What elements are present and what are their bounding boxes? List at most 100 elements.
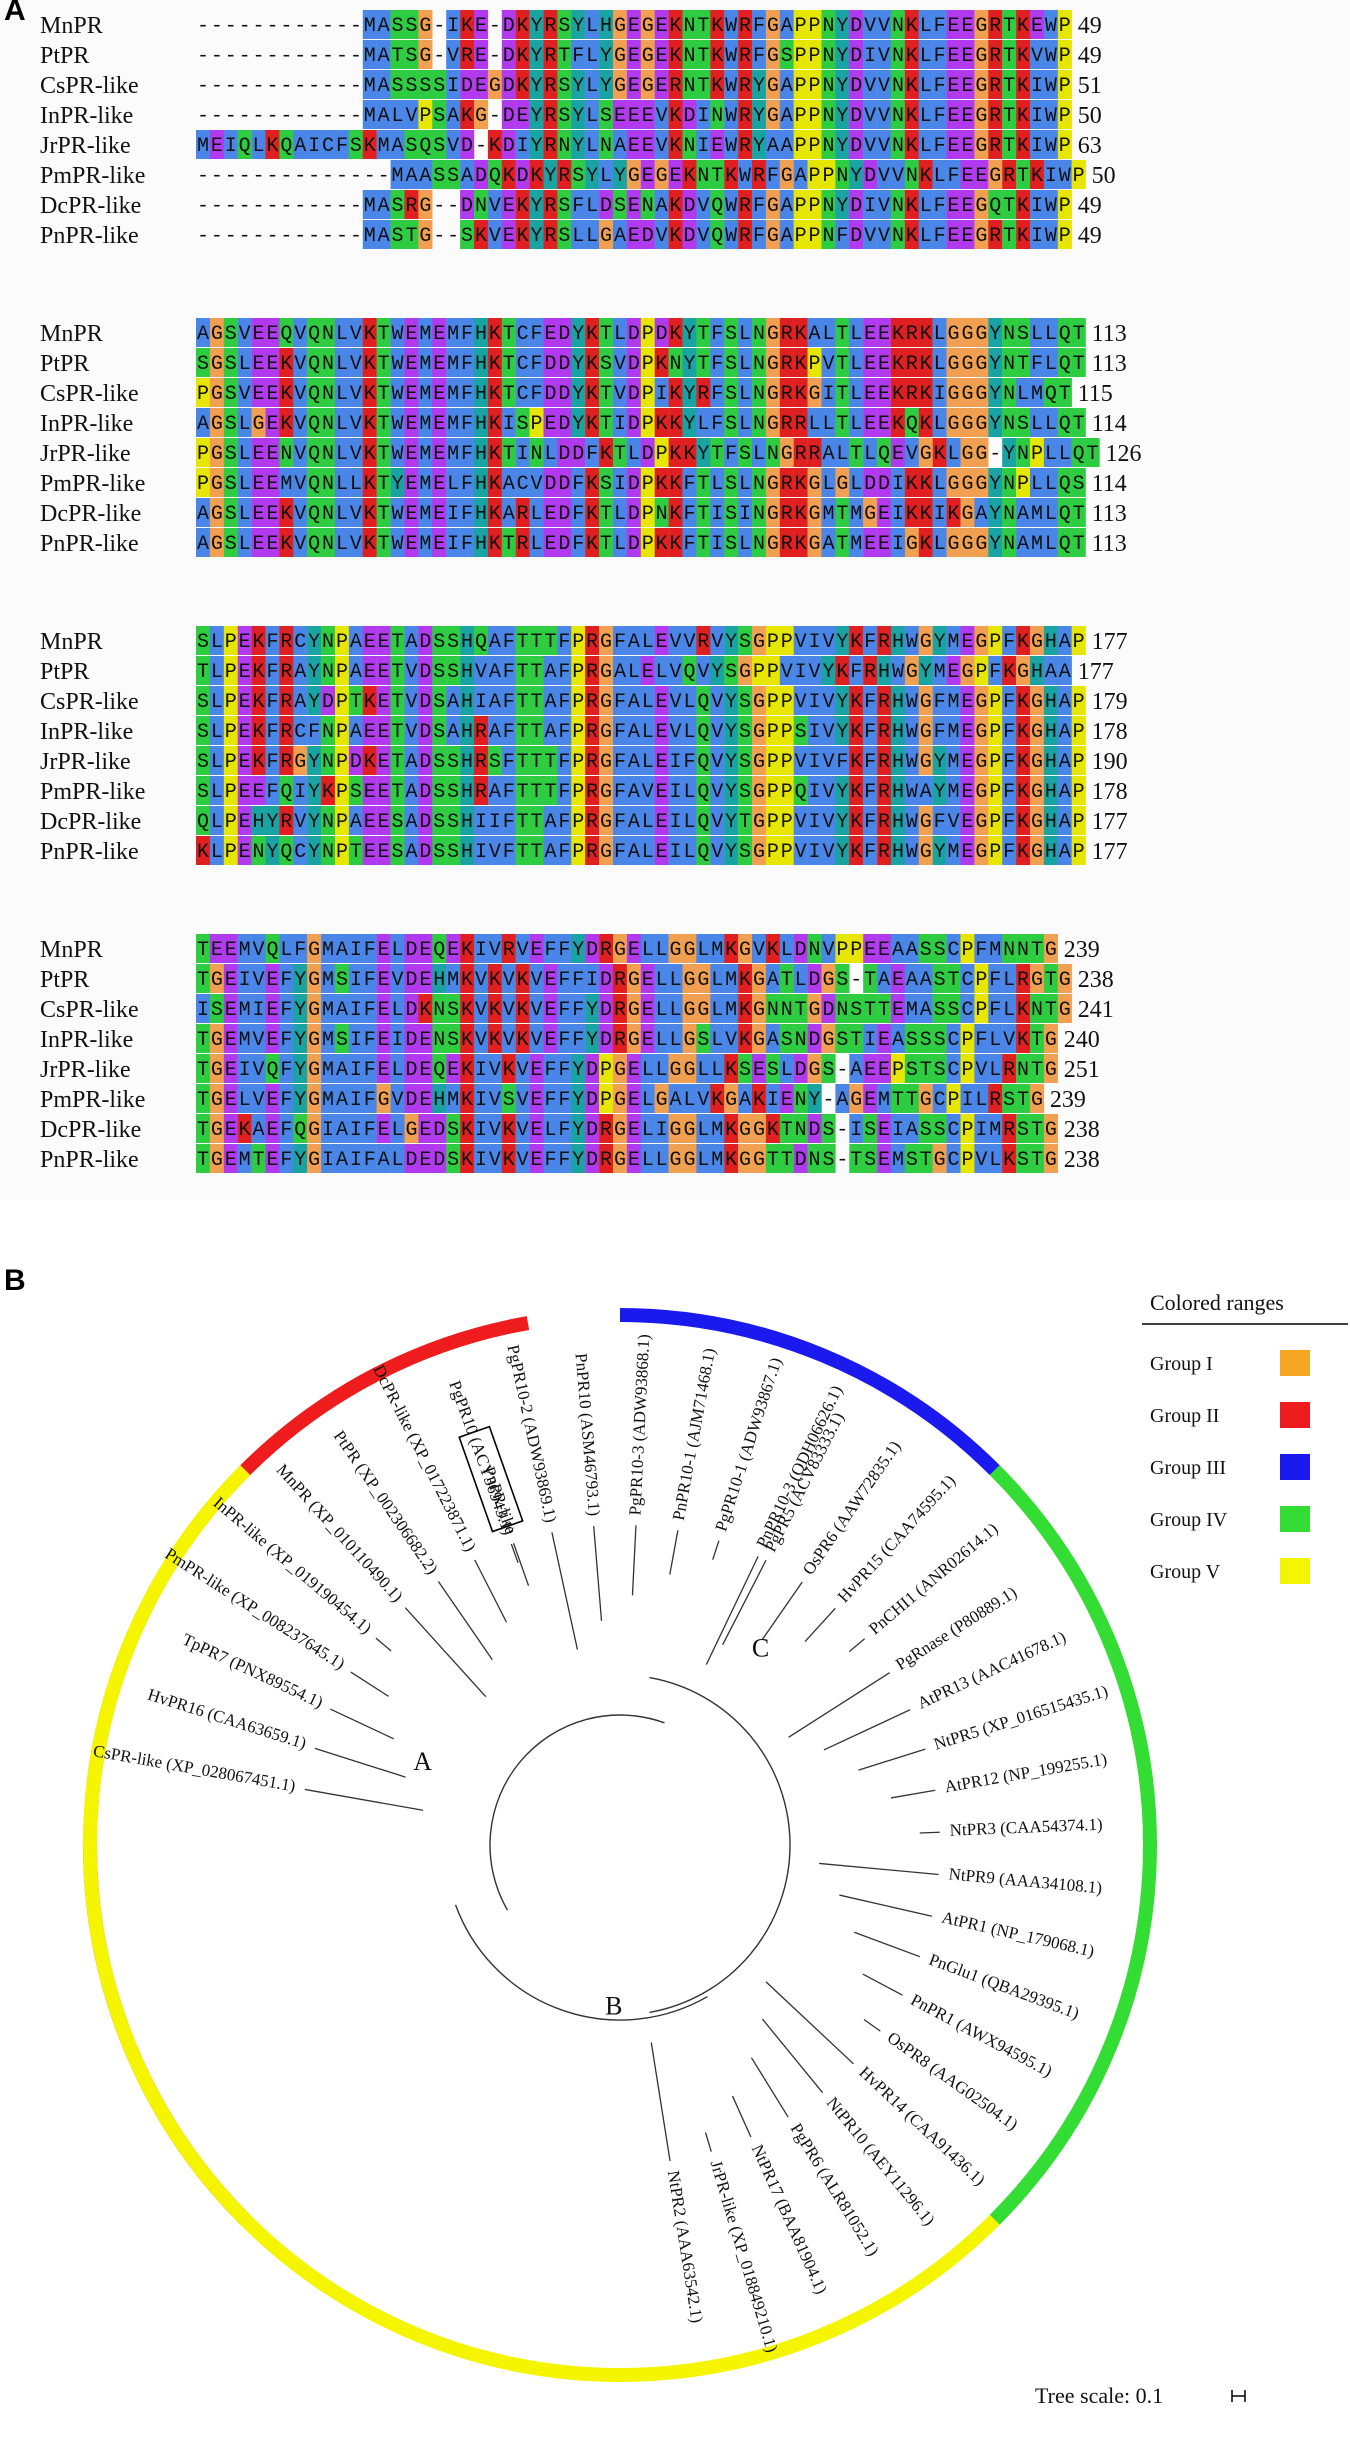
residue-letter: K [1017,225,1029,248]
residue-cell [849,70,864,99]
residue-letter: G [809,503,821,526]
residue-letter: P [225,721,237,744]
residue-letter: K [322,781,334,804]
residue-letter: P [572,751,584,774]
residue-letter: L [253,135,265,158]
residue-letter: A [336,1119,348,1142]
residue-letter: T [503,353,515,376]
residue-letter: E [961,811,973,834]
residue-cell [654,190,669,219]
residue-letter: F [266,781,278,804]
residue-letter: K [1017,15,1029,38]
residue-cell [738,40,753,69]
residue-letter: E [225,1059,237,1082]
residue-letter: R [1003,165,1015,188]
residue-letter: G [600,841,612,864]
residue-letter: K [850,631,862,654]
residue-cell [835,220,850,249]
residue-letter: L [711,473,723,496]
residue-letter: S [822,1059,834,1082]
residue-letter: P [767,721,779,744]
residue-letter: G [920,721,932,744]
residue-cell [1002,318,1017,347]
residue-letter: N [322,721,334,744]
tree-branch [489,1714,665,1911]
residue-letter: G [753,841,765,864]
residue-letter: M [447,353,459,376]
residue-letter: F [558,721,570,744]
residue-letter: S [225,323,237,346]
residue-letter: L [350,473,362,496]
residue-letter: A [767,135,779,158]
residue-cell [765,348,780,377]
residue-letter: P [225,691,237,714]
residue-cell [376,378,391,407]
residue-cell [974,220,989,249]
residue-letter: Y [989,353,1001,376]
residue-cell [501,70,516,99]
residue-letter: G [253,413,265,436]
residue-letter: L [1059,443,1071,466]
residue-letter: G [975,15,987,38]
residue-cell [738,160,753,189]
residue-letter: D [586,1059,598,1082]
residue-letter: S [725,503,737,526]
residue-letter: V [447,135,459,158]
residue-cell [946,190,961,219]
residue-letter: L [656,1029,668,1052]
residue-letter: S [433,691,445,714]
residue-letter: Y [308,661,320,684]
residue-letter: F [503,841,515,864]
residue-letter: - [294,225,306,248]
residue-letter: M [322,1059,334,1082]
residue-letter: - [489,105,501,128]
residue-letter: M [378,135,390,158]
residue-letter: G [948,353,960,376]
residue-letter: P [1073,721,1085,744]
residue-letter: W [906,721,918,744]
residue-cell [348,408,363,437]
residue-letter: D [642,443,654,466]
residue-letter: D [350,751,362,774]
residue-letter: - [850,969,862,992]
residue-letter: N [683,75,695,98]
residue-letter: N [558,135,570,158]
residue-letter: Q [239,135,251,158]
residue-letter: G [975,195,987,218]
residue-letter: K [503,165,515,188]
residue-cell [251,378,266,407]
residue-letter: D [572,443,584,466]
residue-letter: K [920,503,932,526]
residue-letter: V [822,631,834,654]
residue-cell [877,160,892,189]
residue-letter: K [280,383,292,406]
residue-letter: V [781,661,793,684]
residue-letter: P [809,165,821,188]
residue-letter: R [280,631,292,654]
residue-cell [1043,160,1058,189]
residue-letter: T [197,661,209,684]
residue-letter: G [906,661,918,684]
leaf-branch [704,2132,712,2152]
residue-letter: M [850,533,862,556]
residue-letter: S [1017,323,1029,346]
residue-cell [418,220,433,249]
residue-letter: M [948,781,960,804]
residue-letter: P [1017,473,1029,496]
residue-letter: E [419,1149,431,1172]
residue-cell [1043,10,1058,39]
residue-letter: V [864,135,876,158]
residue-letter: S [822,1149,834,1172]
residue-cell [362,318,377,347]
residue-letter: G [642,75,654,98]
residue-letter: E [447,1059,459,1082]
sequence-name: InPR-like [40,1027,133,1053]
residue-letter: T [392,661,404,684]
residue-letter: W [739,165,751,188]
residue-letter: I [1045,165,1057,188]
residue-letter: P [225,661,237,684]
residue-letter: K [280,503,292,526]
residue-letter: G [656,1089,668,1112]
sequence-name: MnPR [40,629,103,655]
residue-letter: A [1045,661,1057,684]
